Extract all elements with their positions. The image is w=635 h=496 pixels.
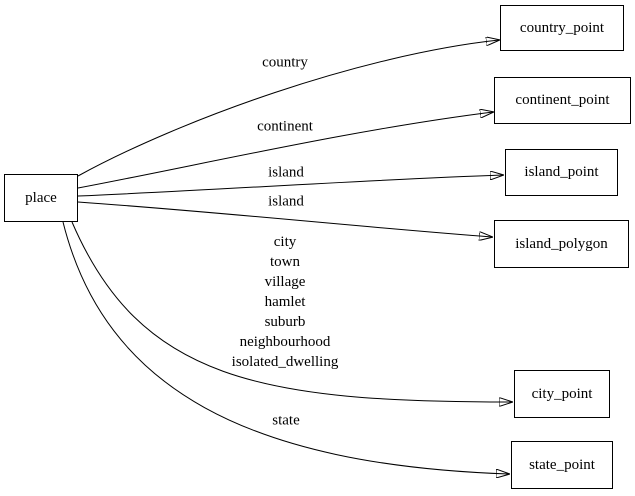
edge-place-continent_point	[77, 112, 493, 189]
edge-place-country_point	[77, 40, 499, 177]
edge-label-state: state	[272, 412, 300, 429]
node-island_point-label: island_point	[524, 164, 599, 180]
edge-label-town-line: town	[270, 254, 300, 270]
node-state_point-label: state_point	[529, 456, 595, 473]
edge-place-state_point	[62, 221, 509, 474]
edge-place-island_polygon	[77, 201, 492, 237]
node-country_point-label: country_point	[519, 19, 605, 36]
edge-label-country: country	[262, 54, 308, 71]
node-island_polygon-label: island_polygon	[515, 235, 608, 252]
edge-label-village-line: village	[264, 274, 306, 290]
node-island_point: island_point	[505, 149, 618, 196]
edge-label-hamlet-line: hamlet	[264, 294, 306, 310]
node-state_point: state_point	[511, 441, 613, 489]
edge-label-city-group: city town village hamlet suburb neighbou…	[232, 232, 339, 372]
edge-place-island_point	[77, 175, 503, 197]
node-city_point: city_point	[514, 370, 610, 418]
edge-label-island-polygon: island	[268, 193, 304, 210]
node-country_point: country_point	[500, 5, 624, 51]
node-city_point-label: city_point	[531, 385, 593, 402]
node-place-label: place	[25, 189, 57, 206]
node-island_polygon: island_polygon	[494, 220, 629, 268]
node-place: place	[4, 174, 78, 222]
edge-label-neighbourhood-line: neighbourhood	[239, 334, 331, 350]
node-continent_point-label: continent_point	[515, 92, 610, 108]
edge-label-isolated-dwelling-line: isolated_dwelling	[231, 354, 339, 370]
edge-label-continent: continent	[257, 118, 313, 135]
node-continent_point: continent_point	[494, 77, 631, 124]
edge-label-city-line: city	[273, 234, 297, 250]
edge-label-suburb-line: suburb	[264, 314, 306, 330]
edge-label-island-point: island	[268, 164, 304, 181]
edge-place-city_point	[71, 221, 512, 402]
